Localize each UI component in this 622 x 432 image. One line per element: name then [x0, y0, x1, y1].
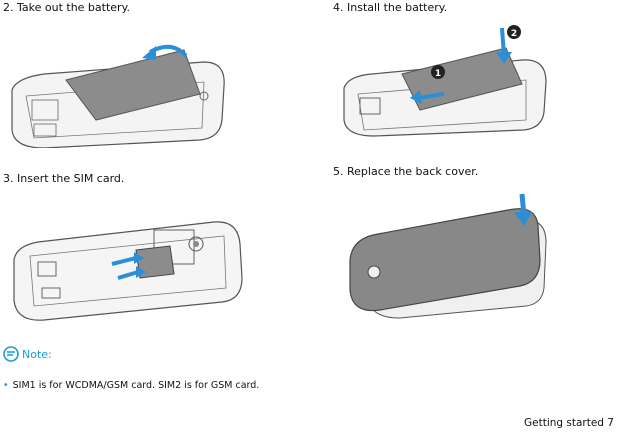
note-icon	[3, 346, 19, 362]
install-battery-illustration: 1 2	[343, 25, 547, 137]
marker-two: 2	[511, 29, 517, 39]
page-footer: Getting started 7	[523, 417, 614, 429]
marker-one: 1	[435, 69, 441, 79]
bullet-marker: •	[3, 380, 9, 391]
note-bullet-text: SIM1 is for WCDMA/GSM card. SIM2 is for …	[12, 380, 260, 391]
insert-sim-illustration	[13, 221, 243, 321]
step-5-heading: 5. Replace the back cover.	[333, 165, 479, 178]
take-out-battery-illustration	[11, 44, 225, 148]
step-2-heading: 2. Take out the battery.	[3, 1, 131, 14]
step-3-heading: 3. Insert the SIM card.	[3, 172, 125, 185]
step-4-heading: 4. Install the battery.	[333, 1, 448, 14]
replace-back-cover-illustration	[349, 193, 547, 319]
note-heading: Note:	[3, 346, 52, 362]
note-title: Note:	[22, 347, 52, 361]
note-bullet: •SIM1 is for WCDMA/GSM card. SIM2 is for…	[3, 380, 259, 391]
